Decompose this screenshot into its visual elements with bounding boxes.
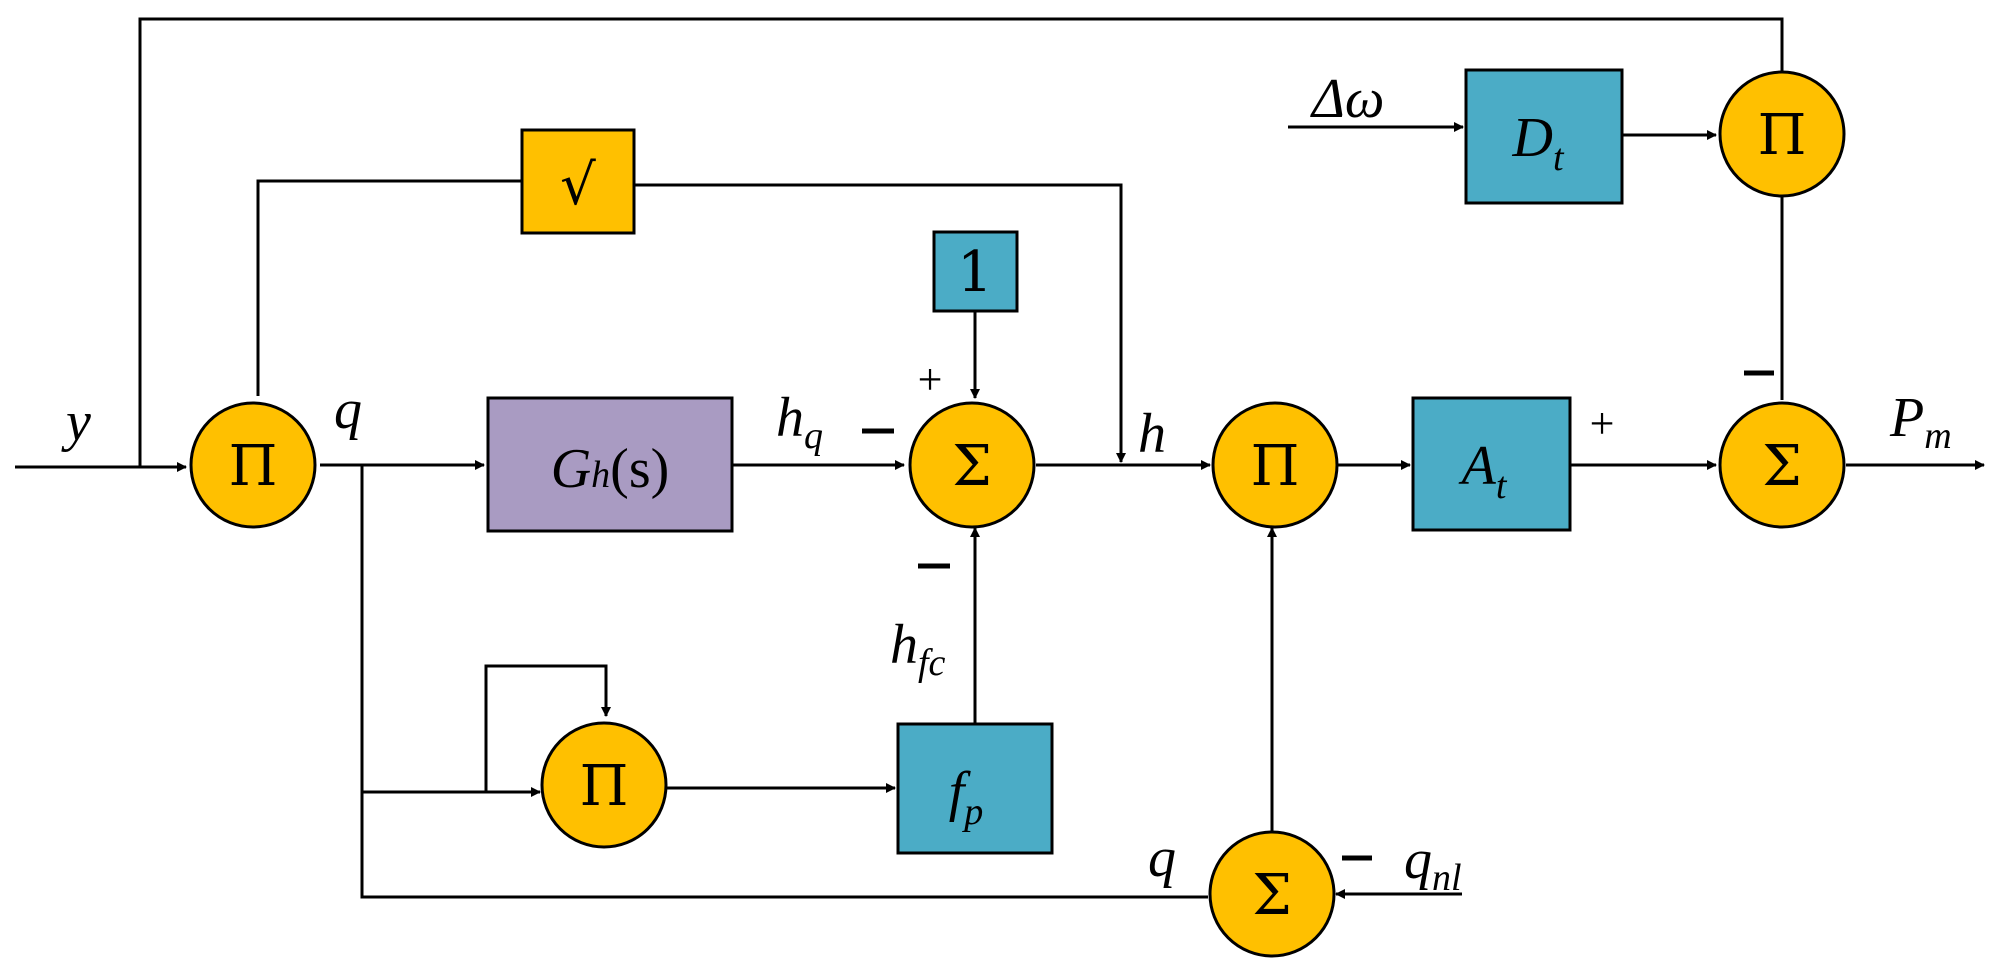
svg-text:hfc: hfc: [890, 614, 946, 684]
label-hq-sub: q: [804, 415, 823, 457]
wire-top-feedback: [138, 17, 1784, 467]
sign-plus-at: +: [1590, 399, 1615, 448]
sum-symbol: Σ: [1762, 434, 1802, 499]
sum-node-output: Σ: [1718, 401, 1846, 529]
label-h: h: [1138, 403, 1166, 465]
sign-plus-one: +: [918, 355, 943, 404]
wires: [15, 17, 1985, 899]
at-sub: t: [1496, 465, 1508, 507]
fp-block: fp: [896, 722, 1054, 855]
label-q-bottom: q: [1148, 827, 1176, 889]
label-qnl-sub: nl: [1432, 857, 1462, 899]
product-symbol: Π: [1758, 103, 1807, 168]
at-main: A: [1458, 435, 1497, 497]
product-symbol: Π: [1251, 434, 1300, 499]
label-hq-main: h: [776, 387, 804, 449]
product-symbol: Π: [229, 434, 278, 499]
one-block: 1: [932, 230, 1019, 313]
svg-text:Gh(s): Gh(s): [551, 438, 670, 500]
product-node-square: Π: [540, 721, 668, 849]
fp-sub: p: [961, 791, 983, 833]
gh-block: Gh(s): [486, 396, 734, 533]
svg-text:qnl: qnl: [1404, 829, 1462, 899]
svg-text:At: At: [1458, 435, 1508, 507]
sqrt-block: √: [520, 128, 636, 235]
label-pm-main: P: [1889, 387, 1924, 449]
dt-sub: t: [1553, 137, 1565, 179]
gh-main: G: [551, 438, 591, 500]
svg-text:hq: hq: [776, 387, 823, 457]
dt-main: D: [1511, 107, 1552, 169]
svg-text:Pm: Pm: [1889, 387, 1952, 457]
sqrt-label: √: [560, 153, 596, 218]
label-delta-omega: Δω: [1310, 68, 1384, 130]
gh-arg: (s): [610, 438, 669, 500]
sum-node-head: Σ: [908, 401, 1036, 529]
sum-node-flow: Σ: [1208, 830, 1336, 958]
product-symbol: Π: [580, 754, 629, 819]
one-label: 1: [957, 240, 993, 305]
label-hfc-main: h: [890, 614, 918, 676]
svg-text:Dt: Dt: [1511, 107, 1564, 179]
wire-sqrt-out: [634, 183, 1126, 463]
product-node-input: Π: [189, 401, 317, 529]
label-hfc-sub: fc: [918, 642, 946, 684]
label-pm-sub: m: [1924, 415, 1951, 457]
sum-symbol: Σ: [1252, 863, 1292, 928]
product-node-damping: Π: [1718, 70, 1846, 198]
sum-symbol: Σ: [952, 434, 992, 499]
wire-to-sqrt: [256, 179, 522, 396]
at-block: At: [1411, 396, 1572, 532]
dt-block: Dt: [1464, 68, 1624, 205]
label-q: q: [334, 379, 362, 441]
gh-sub: h: [591, 454, 610, 496]
label-qnl-main: q: [1404, 829, 1432, 891]
wire-square-loop: [484, 664, 611, 792]
product-node-head: Π: [1211, 401, 1339, 529]
wire-q-down: [360, 465, 1208, 899]
label-y: y: [61, 391, 91, 453]
